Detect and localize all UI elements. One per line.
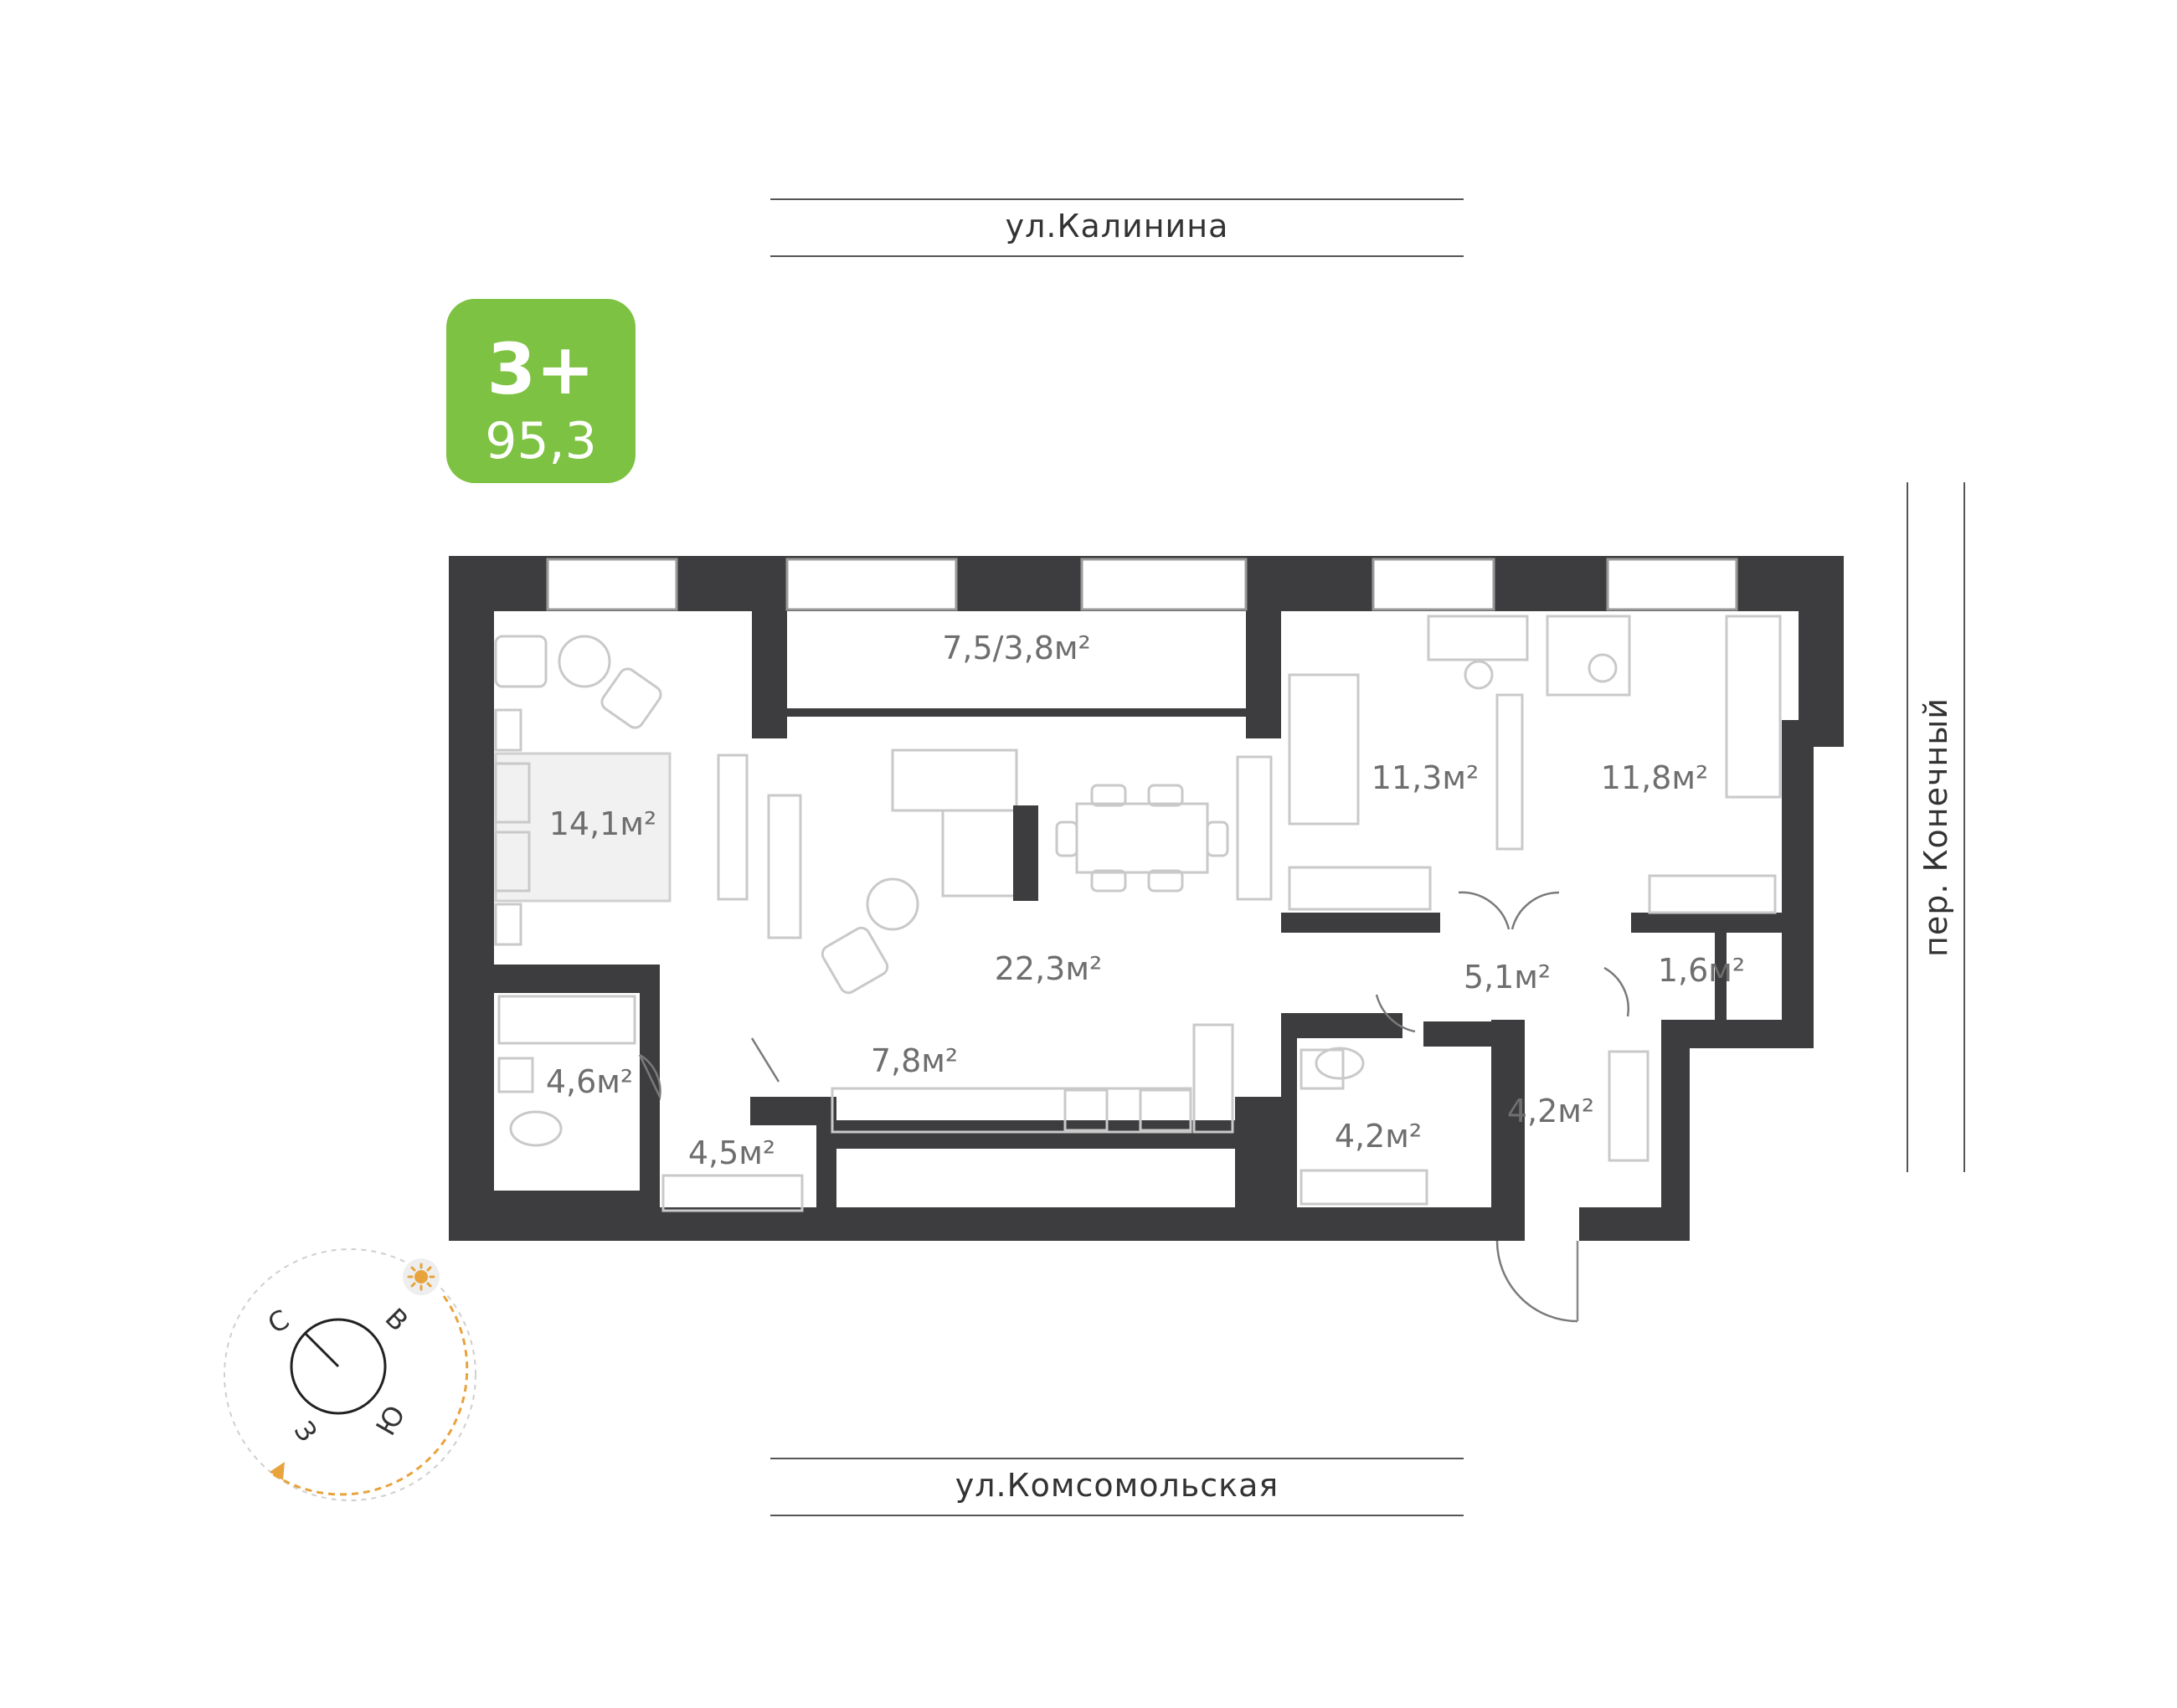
street-east: пер. Конечный — [1907, 482, 1965, 1172]
windows — [546, 558, 1738, 611]
sun-icon — [403, 1258, 440, 1295]
compass-west: З — [288, 1415, 324, 1448]
sun-path — [269, 1295, 469, 1496]
compass-east: В — [379, 1302, 414, 1337]
balcony-area — [787, 611, 1246, 708]
street-east-label: пер. Конечный — [1917, 697, 1954, 957]
label-wardrobe: 4,5м² — [688, 1134, 775, 1171]
label-balcony: 7,5/3,8м² — [942, 630, 1091, 666]
furniture — [494, 615, 1782, 1212]
street-north: ул.Калинина — [770, 198, 1464, 257]
badge-area: 95,3 — [485, 412, 597, 471]
label-bedroom: 14,1м² — [549, 805, 657, 842]
compass-south: Ю — [369, 1400, 411, 1441]
room-labels: 7,5/3,8м² 14,1м² 22,3м² 7,8м² 4,6м² 4,5м… — [546, 630, 1745, 1171]
label-hall: 5,1м² — [1464, 959, 1551, 995]
compass-north: С — [262, 1303, 294, 1340]
compass: С В Ю З — [224, 1248, 476, 1501]
street-south: ул.Комсомольская — [770, 1458, 1464, 1516]
street-north-label: ул.Калинина — [1006, 208, 1229, 244]
apartment-badge: 3+ 95,3 — [446, 299, 636, 483]
label-entry: 4,2м² — [1507, 1093, 1594, 1129]
label-room-mid: 11,3м² — [1372, 759, 1480, 796]
label-bath-left: 4,6м² — [546, 1063, 633, 1100]
label-room-right: 11,8м² — [1601, 759, 1709, 796]
doors — [638, 891, 1629, 1323]
label-kitchen: 7,8м² — [871, 1042, 958, 1079]
sun-path-arrow — [270, 1462, 285, 1480]
compass-orbit — [224, 1248, 476, 1501]
label-bath-mid: 4,2м² — [1335, 1118, 1422, 1155]
compass-dial — [290, 1318, 387, 1415]
street-south-label: ул.Комсомольская — [955, 1467, 1279, 1504]
badge-rooms: 3+ — [487, 328, 595, 410]
label-closet: 1,6м² — [1658, 952, 1745, 989]
label-living: 22,3м² — [995, 950, 1103, 987]
compass-needle — [303, 1331, 340, 1368]
